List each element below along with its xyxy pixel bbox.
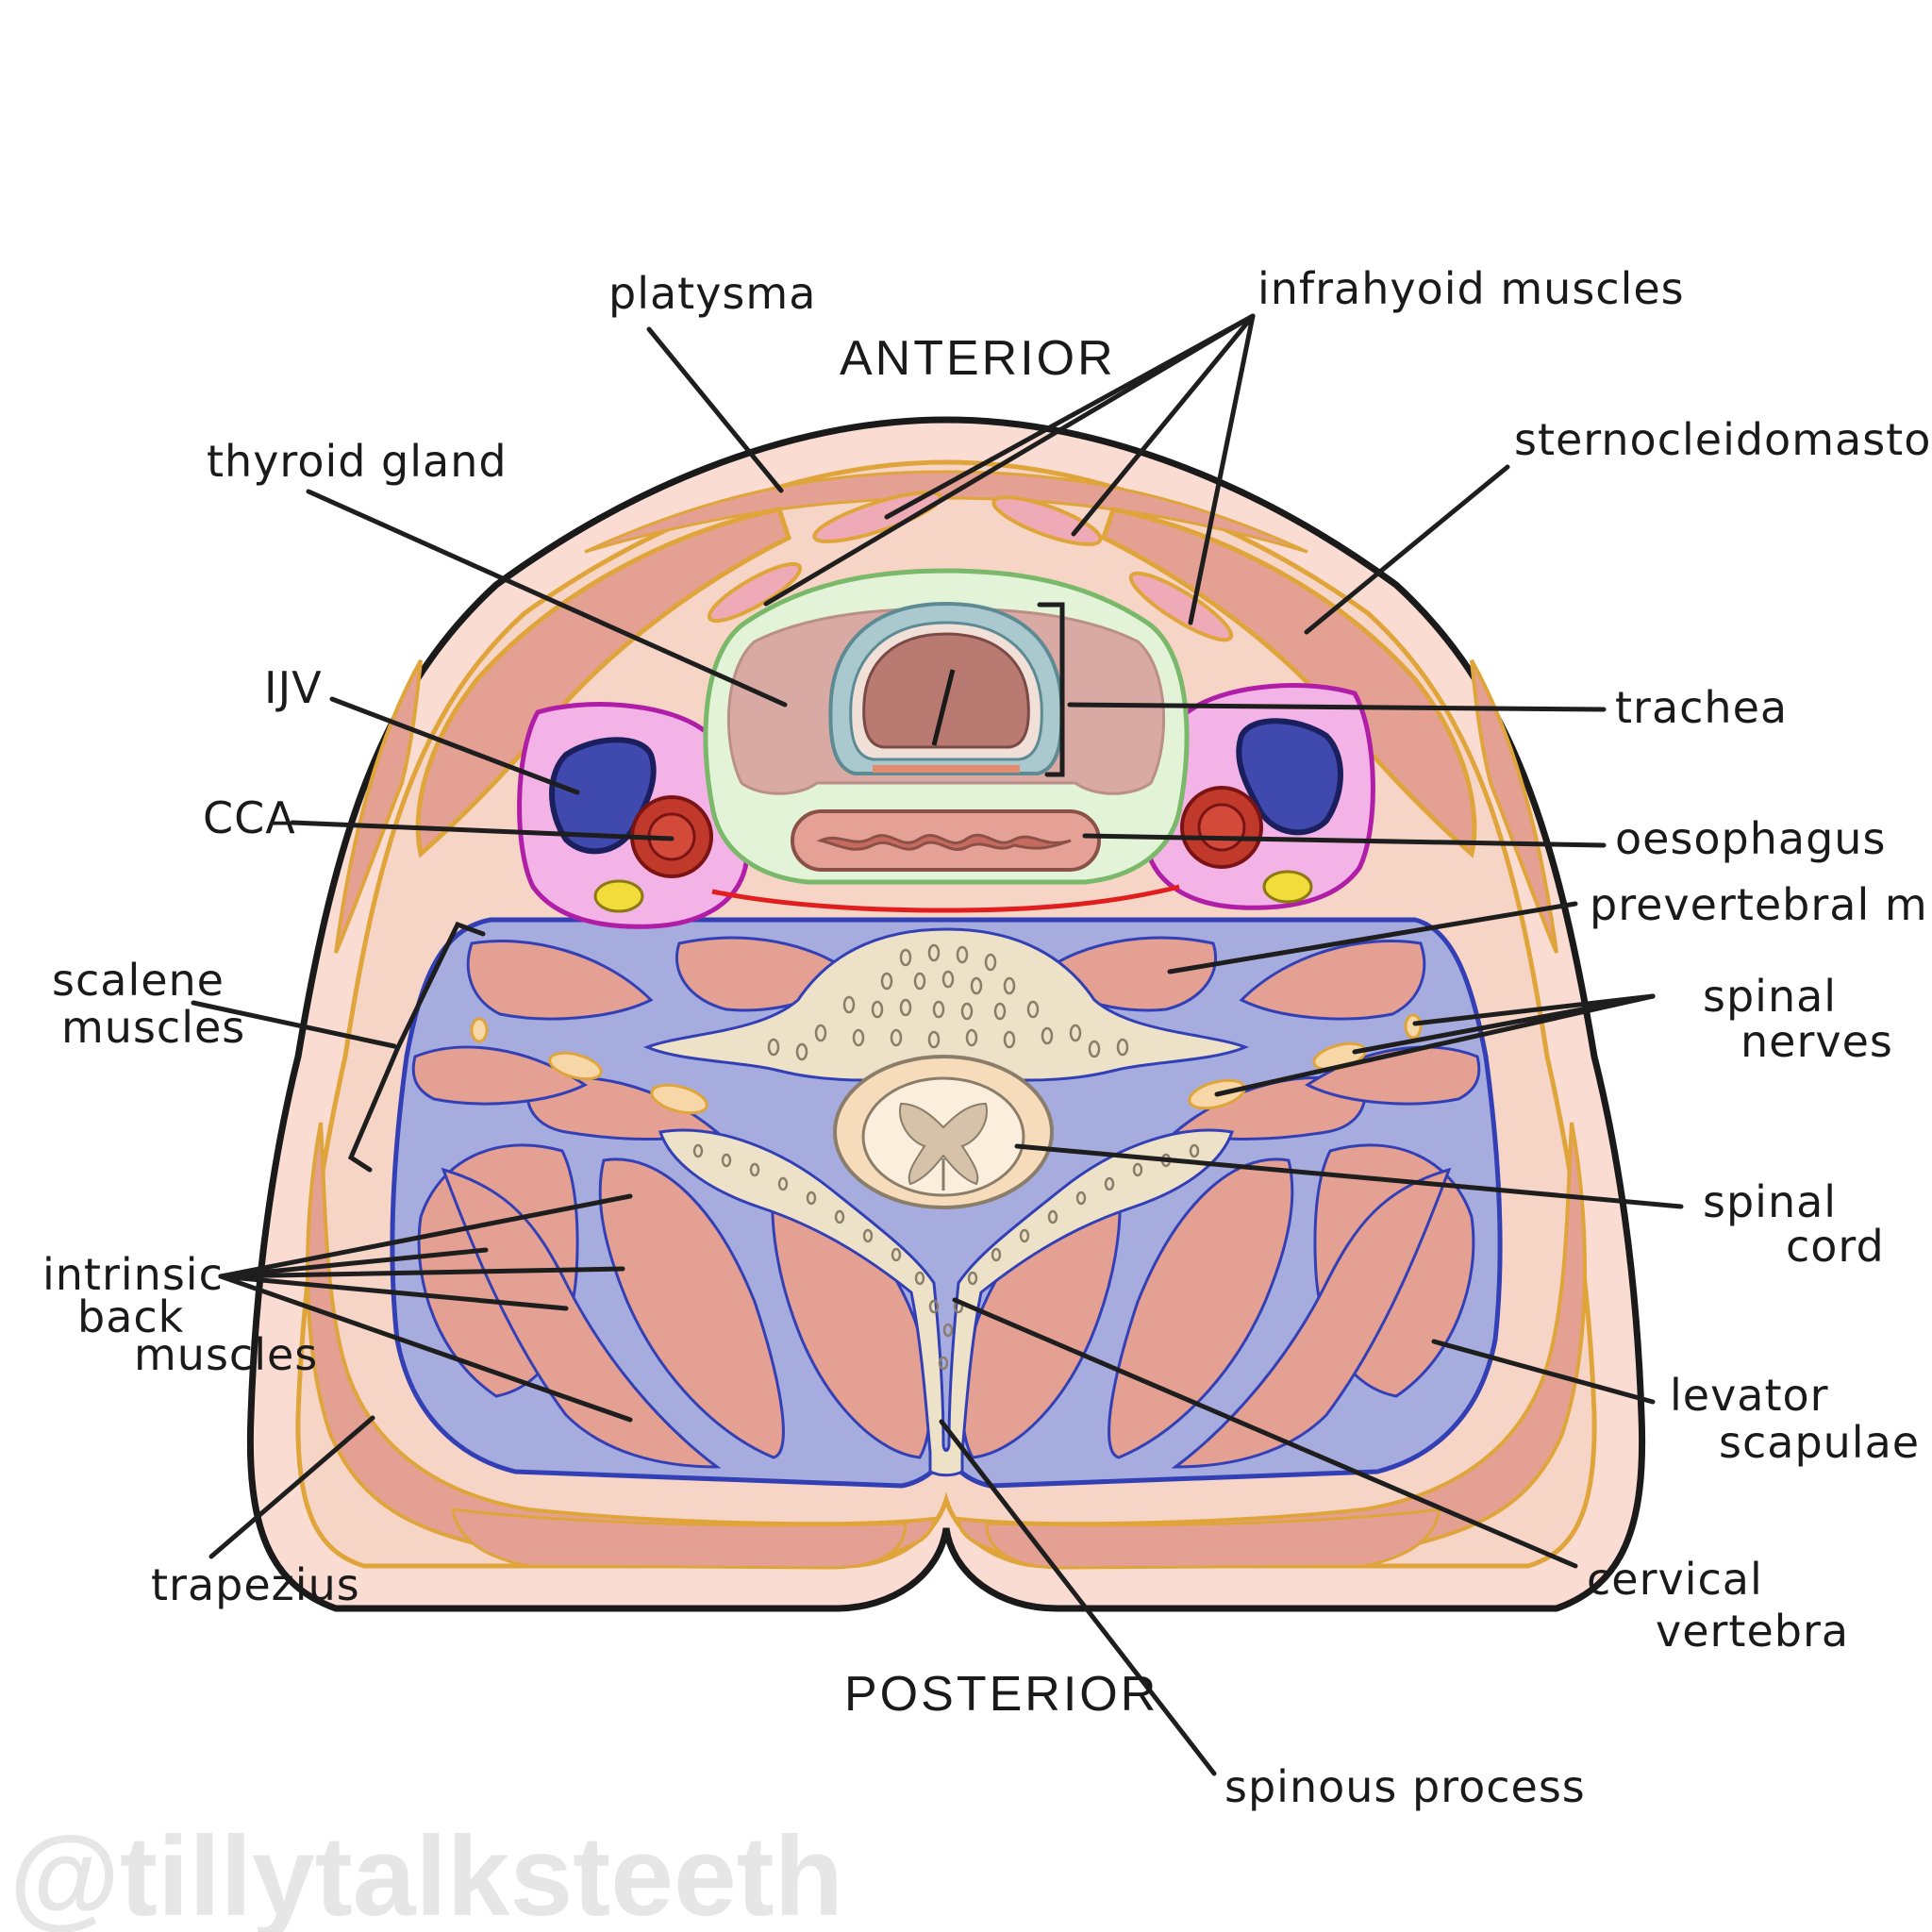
label-intrinsic-2: back	[77, 1291, 184, 1342]
label-infrahyoid-muscles: infrahyoid muscles	[1257, 263, 1685, 314]
infrahyoid-muscle-3	[707, 561, 803, 624]
posterior-pad-left	[451, 1507, 908, 1570]
posterior-pad-right	[985, 1507, 1441, 1570]
spinal-nerve-l1	[548, 1051, 603, 1081]
oesophagus-lumen	[816, 833, 1072, 851]
sternocleidomastoid-right	[1100, 507, 1477, 858]
buccopharyngeal-fascia	[711, 884, 1180, 913]
leader-cervical-vertebra	[952, 1297, 1578, 1569]
leader-spinal-nerves-a	[1412, 993, 1656, 1026]
infrahyoid-muscle-4	[1128, 571, 1234, 642]
bracket-trachea	[1037, 602, 1065, 777]
leader-intrinsic-c	[218, 1266, 625, 1279]
label-spinal-nerves-2: nerves	[1740, 1016, 1893, 1067]
leader-levator	[1431, 1339, 1656, 1405]
trachea-marker	[931, 669, 956, 746]
trapezius-right	[956, 1122, 1587, 1559]
vertebral-arch	[658, 1128, 1234, 1477]
labels: ANTERIOR POSTERIOR platysma infrahyoid m…	[42, 263, 1932, 1812]
label-prevertebral-m: prevertebral m.	[1590, 879, 1932, 930]
label-spinal-cord-2: cord	[1786, 1221, 1885, 1272]
label-levator-1: levator	[1670, 1370, 1829, 1421]
intrinsic-back-muscle-l4	[441, 1167, 722, 1469]
label-posterior: POSTERIOR	[844, 1667, 1158, 1722]
label-spinous-process: spinous process	[1224, 1761, 1586, 1812]
leader-ijv	[329, 696, 580, 795]
label-spinal-cord-1: spinal	[1703, 1176, 1837, 1227]
leader-intrinsic-b	[218, 1247, 489, 1279]
leader-scm	[1304, 464, 1510, 635]
leader-oesophagus	[1082, 833, 1607, 848]
scalene-muscle-l1	[466, 940, 654, 1021]
spinal-nerve-r3	[1404, 1013, 1423, 1040]
cca-right-lumen	[1197, 803, 1246, 852]
leader-intrinsic-e	[218, 1274, 633, 1423]
label-cca: CCA	[203, 792, 296, 843]
leader-spinal-cord	[1014, 1143, 1684, 1209]
vertebral-body-pores	[767, 943, 1129, 1061]
scalene-muscle-r1	[1239, 940, 1426, 1021]
watermark: @tillytalksteeth	[9, 1813, 843, 1932]
internal-jugular-vein-right	[1236, 718, 1343, 836]
intrinsic-back-muscle-r1	[1108, 1158, 1294, 1459]
label-thyroid-gland: thyroid gland	[207, 436, 508, 487]
leader-scalene	[191, 1000, 397, 1049]
leader-spinous-process	[939, 1419, 1217, 1776]
sternocleidomastoid-left	[415, 507, 792, 858]
label-scalene-2: muscles	[61, 1002, 245, 1053]
label-intrinsic-3: muscles	[134, 1329, 318, 1380]
label-trachea: trachea	[1615, 682, 1788, 733]
spinal-nerve-l2	[650, 1083, 708, 1115]
label-oesophagus: oesophagus	[1615, 813, 1886, 864]
intrinsic-back-muscle-r4	[1171, 1167, 1452, 1469]
leader-spinal-nerves-c	[1214, 993, 1656, 1097]
spinal-nerve-l3	[470, 1017, 489, 1043]
trapezius-left	[306, 1122, 937, 1559]
label-platysma: platysma	[608, 268, 816, 319]
vagus-nerve-left	[593, 879, 644, 913]
leader-intrinsic-a	[218, 1193, 633, 1279]
bracket-scalene	[347, 921, 486, 1173]
leader-trachea	[1067, 702, 1607, 712]
label-sternocleidomastoid: sternocleidomastoid	[1514, 414, 1932, 465]
leader-trapezius	[208, 1415, 375, 1559]
label-anterior: ANTERIOR	[840, 331, 1116, 386]
leader-cca	[290, 820, 675, 841]
spinal-cord-grey-matter	[899, 1102, 988, 1186]
vagus-nerve-right	[1262, 870, 1313, 904]
label-cervical-1: cervical	[1587, 1554, 1763, 1605]
leader-thyroid	[306, 489, 788, 708]
intrinsic-back-muscle-l1	[598, 1158, 785, 1459]
platysma-muscle	[584, 470, 1308, 554]
leader-prevertebral	[1167, 901, 1578, 974]
leader-infrahyoid-b	[763, 313, 1256, 607]
scalene-muscle-r2	[1305, 1045, 1481, 1106]
label-spinal-nerves-1: spinal	[1703, 971, 1837, 1022]
leader-lines	[191, 313, 1684, 1776]
label-scalene-1: scalene	[52, 955, 225, 1006]
leader-infrahyoid-d	[1188, 313, 1256, 625]
leader-infrahyoid-c	[1071, 313, 1256, 537]
label-cervical-2: vertebra	[1656, 1606, 1849, 1657]
label-ijv: IJV	[264, 662, 323, 713]
leader-platysma	[646, 326, 784, 493]
lateral-strip-left	[334, 659, 423, 954]
label-levator-2: scapulae	[1719, 1417, 1920, 1468]
label-trapezius: trapezius	[151, 1559, 360, 1610]
scalene-muscle-l2	[411, 1045, 588, 1106]
label-intrinsic-1: intrinsic	[42, 1249, 224, 1300]
leader-intrinsic-d	[218, 1274, 569, 1311]
